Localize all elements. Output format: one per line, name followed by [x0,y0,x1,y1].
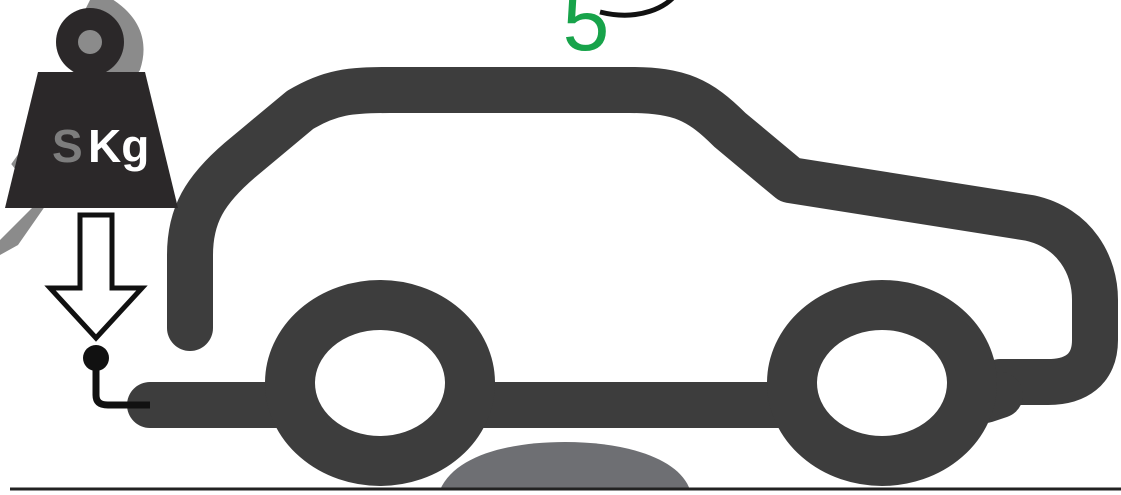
weight-label-prefix: S [52,120,83,172]
weight-handle [56,8,124,76]
tow-ball [83,345,109,371]
front-wheel [792,305,972,461]
rear-wheel [290,305,470,461]
car [150,90,1095,461]
weight: S Kg [5,8,178,208]
counter-curve [600,0,676,15]
counter-value: 5 [563,0,610,68]
weight-label-unit: Kg [88,120,149,172]
puddle [440,442,690,490]
counter-mark: 5 [563,0,676,68]
down-arrow-icon [50,215,142,338]
